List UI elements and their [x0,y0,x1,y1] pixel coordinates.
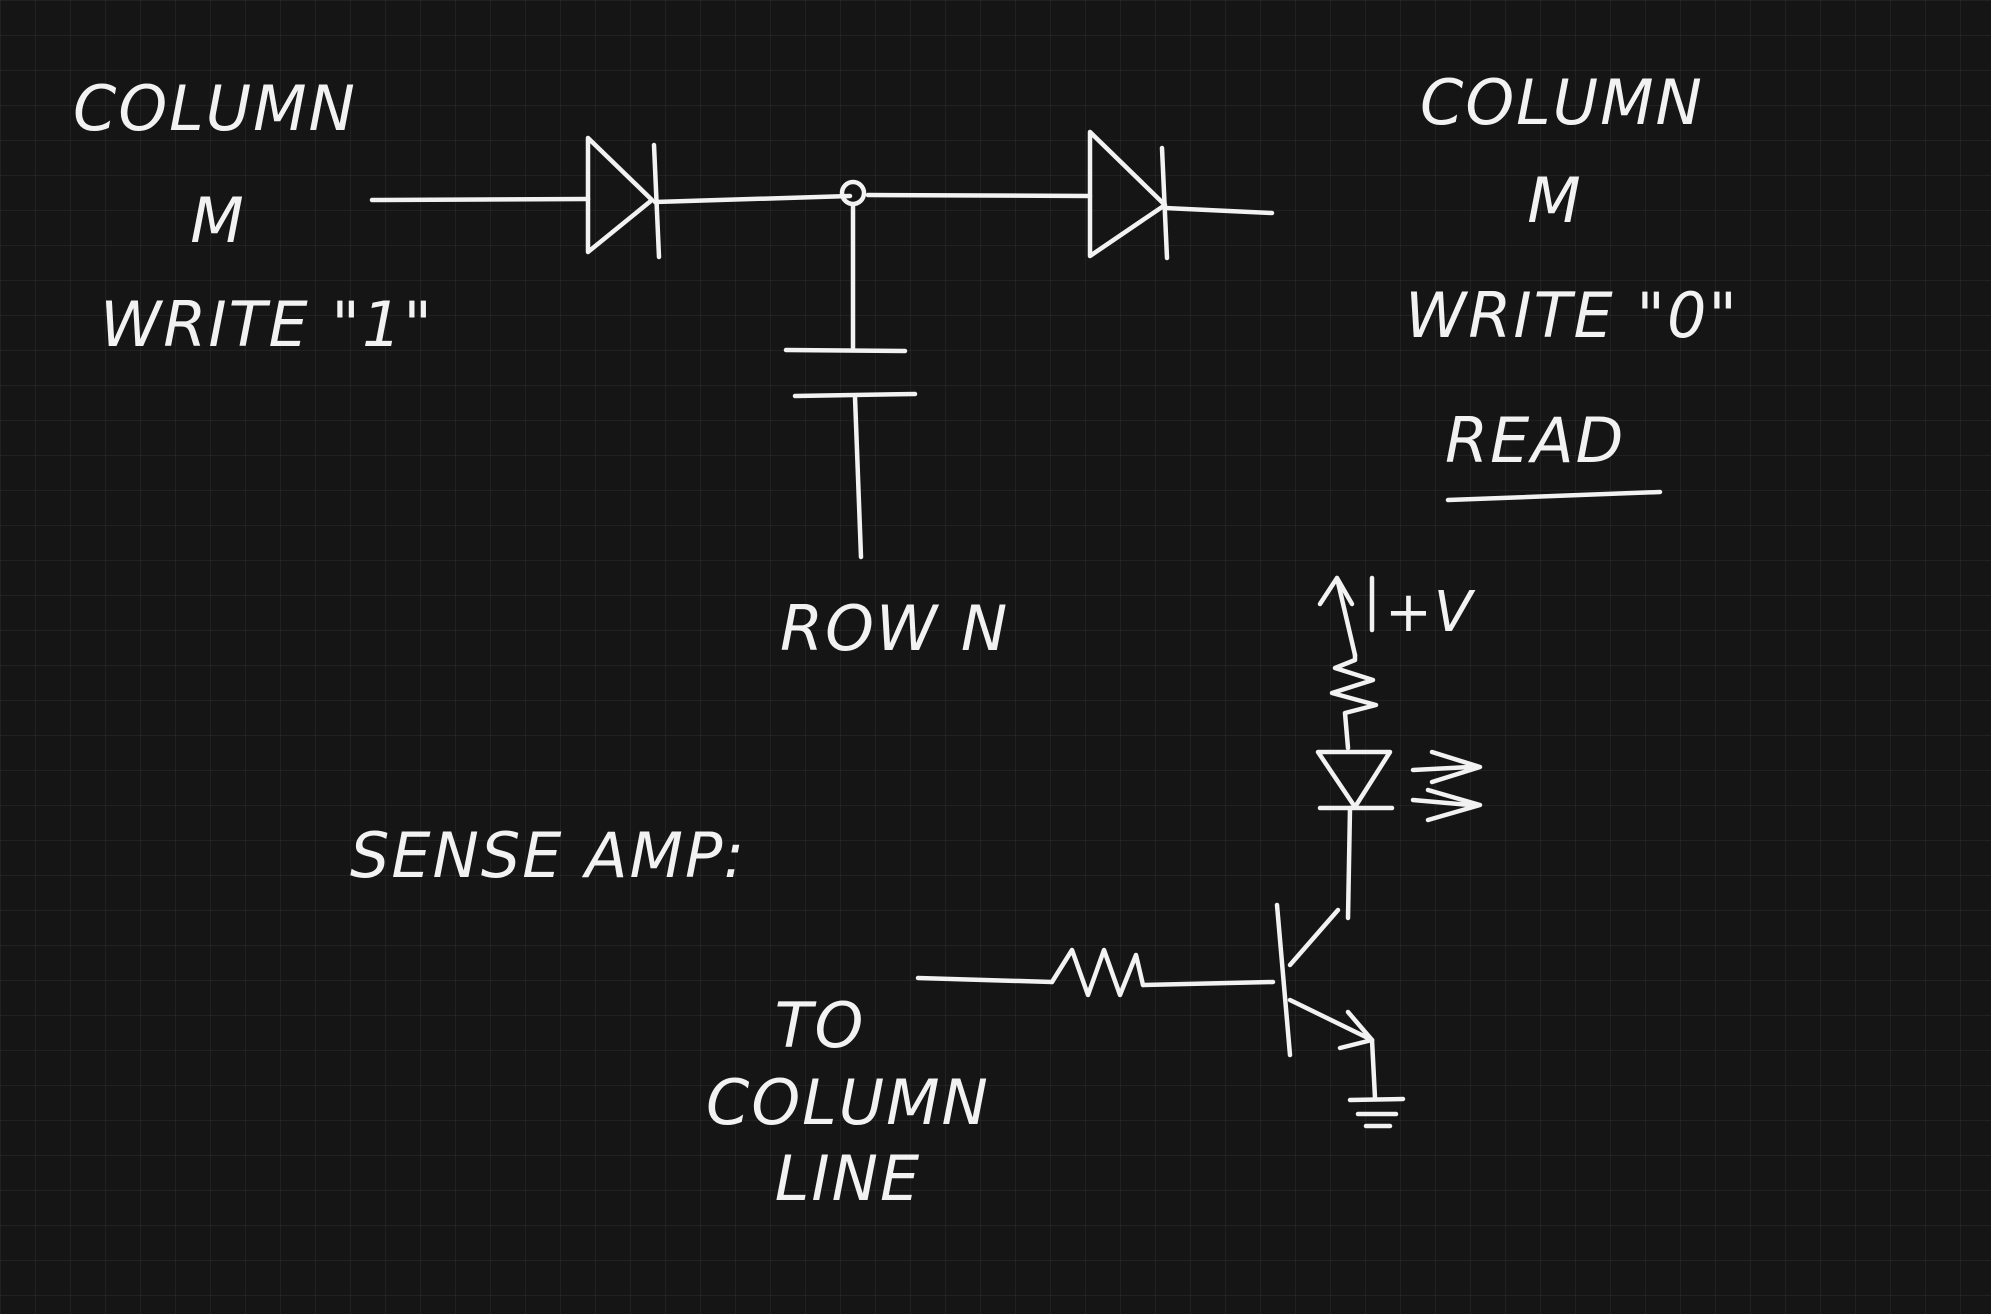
left-column-title: COLUMN [73,72,357,145]
base-resistor-symbol [915,947,1276,998]
left-column-letter: M [190,184,246,257]
row-label: ROW N [780,592,1010,665]
transistor-symbol [1274,902,1378,1101]
sense-amp-label: SENSE AMP: [350,819,747,892]
right-column-letter: M [1527,164,1583,237]
to-column-line3: LINE [774,1142,922,1215]
junction-node [839,179,867,207]
led-symbol [1315,749,1483,921]
write-0-diode-symbol [1087,129,1170,261]
storage-capacitor-symbol [783,202,918,560]
right-column-read-action: READ [1445,404,1626,477]
supply-arrow-symbol [1317,575,1375,658]
write-1-diode-symbol [585,135,662,260]
ground-symbol [1347,1096,1406,1129]
left-column-action: WRITE "1" [100,288,434,361]
read-underline [1445,489,1663,503]
to-column-line2: COLUMN [706,1066,990,1139]
right-column-write-action: WRITE "0" [1405,279,1739,352]
column-wire [369,192,1275,216]
to-column-line1: TO [774,989,866,1062]
supply-label: +V [1385,580,1475,645]
pullup-resistor-symbol [1329,652,1379,751]
right-column-title: COLUMN [1420,66,1704,139]
